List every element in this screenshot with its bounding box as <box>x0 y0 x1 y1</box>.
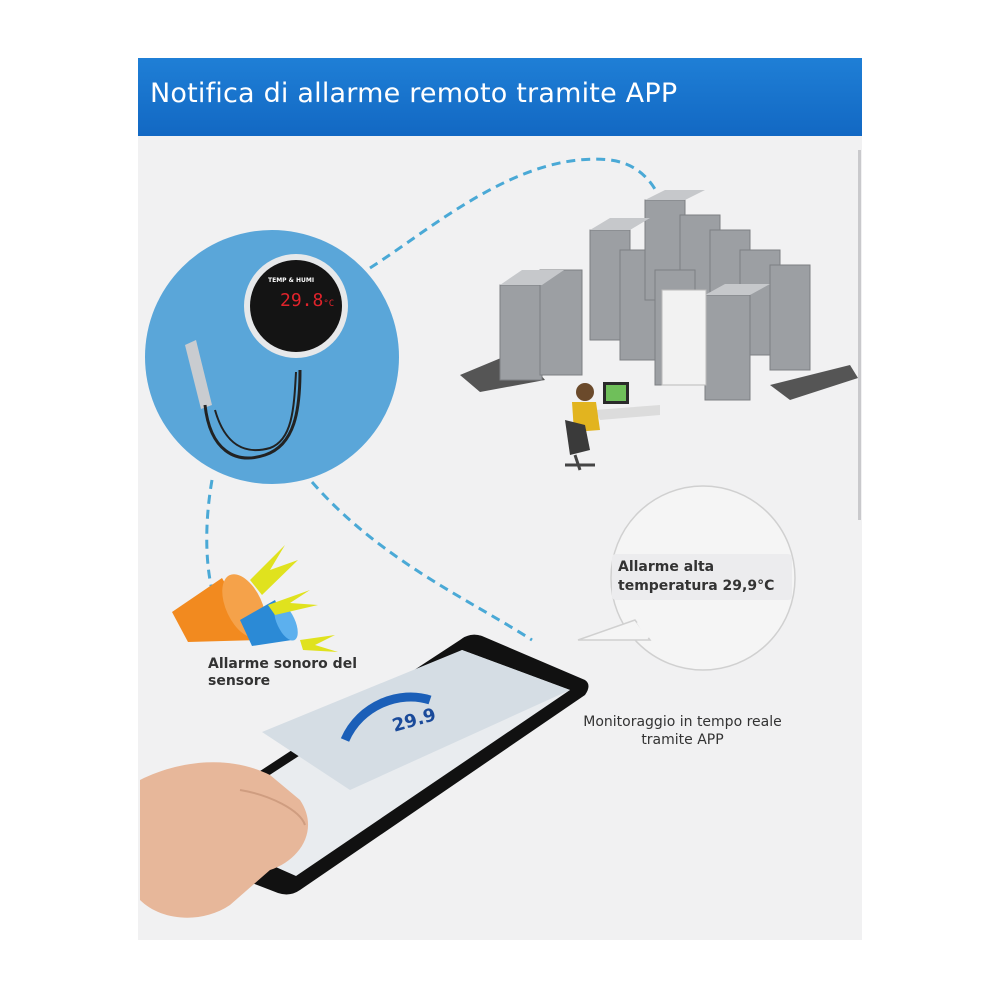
alarm-notification-message: Allarme alta temperatura 29,9°C <box>612 554 792 600</box>
sensor-alarm-label: Allarme sonoro del sensore <box>208 656 357 689</box>
realtime-monitoring-label: Monitoraggio in tempo reale tramite APP <box>583 714 782 748</box>
panel-edge <box>858 150 861 520</box>
device-reading-value: 29.8 <box>280 290 324 311</box>
title-banner: Notifica di allarme remoto tramite APP <box>138 58 862 136</box>
server-farm <box>460 190 858 401</box>
link-device-to-phone <box>310 481 533 642</box>
link-device-to-speaker <box>205 479 214 591</box>
device-temperature-display: 29.8°C <box>280 290 334 311</box>
sensor-device <box>145 230 399 484</box>
operator-workstation <box>565 382 660 471</box>
device-reading-unit: °C <box>323 299 335 309</box>
device-brand-label: TEMP & HUMI <box>268 277 315 284</box>
banner-title: Notifica di allarme remoto tramite APP <box>150 78 678 109</box>
siren-speakers <box>172 545 338 652</box>
smartphone-in-hand <box>140 634 589 918</box>
